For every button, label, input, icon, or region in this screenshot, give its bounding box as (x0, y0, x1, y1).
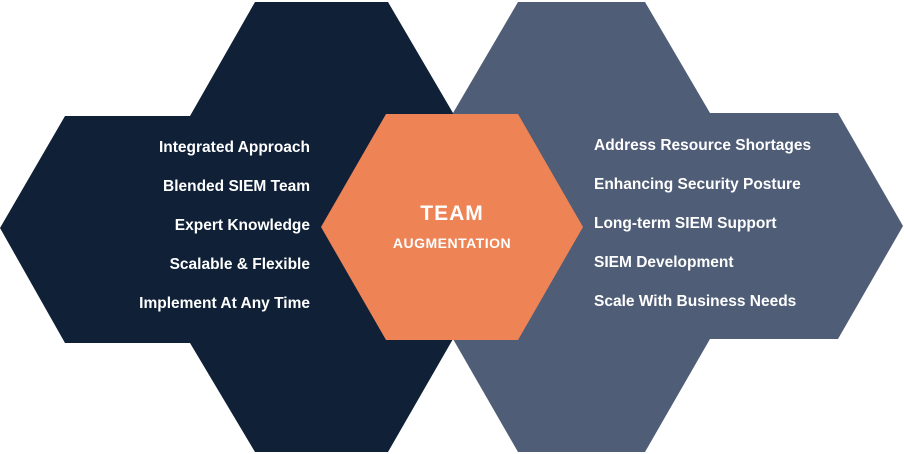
list-item: Scalable & Flexible (169, 256, 310, 273)
center-hexagon (321, 114, 583, 340)
right-hexagon-shape (453, 2, 903, 452)
list-item: SIEM Development (594, 254, 734, 271)
left-hexagon-shape (0, 2, 453, 452)
list-item: Blended SIEM Team (163, 178, 310, 195)
list-item: Long-term SIEM Support (594, 215, 777, 232)
list-item: Scale With Business Needs (594, 293, 797, 310)
list-item: Integrated Approach (159, 139, 310, 156)
center-title: TEAM (420, 202, 484, 225)
right-benefits-list: Address Resource Shortages Enhancing Sec… (594, 136, 811, 331)
center-subtitle: AUGMENTATION (392, 235, 512, 251)
list-item: Expert Knowledge (174, 217, 310, 234)
list-item: Implement At Any Time (139, 295, 310, 312)
list-item: Address Resource Shortages (594, 137, 812, 154)
left-benefits-list: Integrated Approach Blended SIEM Team Ex… (139, 138, 310, 333)
list-item: Enhancing Security Posture (594, 176, 801, 193)
